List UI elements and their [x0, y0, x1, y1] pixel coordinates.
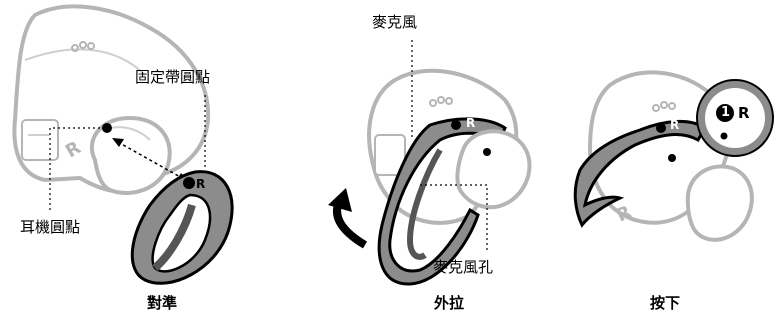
step-caption-pull: 外拉: [434, 294, 465, 312]
svg-text:R: R: [466, 116, 475, 130]
band-dot: [183, 177, 195, 189]
earbud-dot-label: 耳機圓點: [20, 218, 81, 236]
wing-tip-band-detached: R: [130, 170, 234, 285]
mic-label: 麥克風: [372, 13, 418, 31]
zoom-inset: [696, 79, 774, 157]
svg-text:R: R: [670, 118, 679, 132]
inset-number-mark: 1: [721, 105, 731, 120]
earbud-illustration-press: R R: [573, 70, 754, 242]
step-caption-align: 對準: [147, 294, 178, 312]
inset-side-mark: R: [738, 104, 750, 122]
alignment-arrow: [117, 141, 183, 179]
earbud-dot: [102, 123, 112, 133]
step-caption-press: 按下: [650, 294, 681, 312]
earbud-illustration-pull: R: [367, 68, 532, 286]
mic-port-label: 麥克風孔: [433, 258, 494, 276]
pull-direction-arrow: [328, 188, 368, 249]
mic-port-leader: [420, 184, 488, 250]
alignment-arrow-head-a: [112, 138, 124, 147]
band-dot-label: 固定帶圓點: [135, 68, 211, 86]
earbud-illustration-align: R: [12, 4, 211, 195]
band-r-mark: R: [196, 177, 205, 191]
earbud-dot-leader: [49, 127, 105, 210]
